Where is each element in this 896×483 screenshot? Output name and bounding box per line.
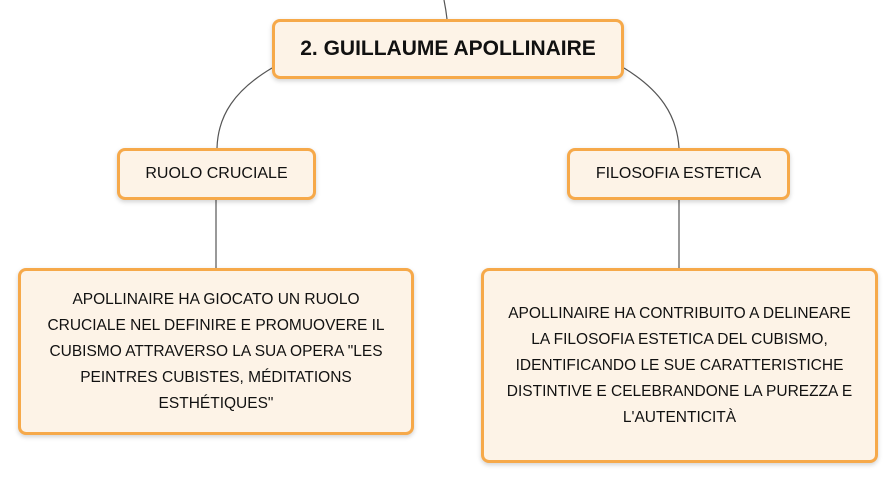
- topic-node-filosofia-estetica[interactable]: FILOSOFIA ESTETICA: [567, 148, 790, 200]
- topic-label-ruolo-cruciale: RUOLO CRUCIALE: [145, 165, 288, 182]
- connector-root-to-ruolo: [216, 67, 273, 149]
- detail-text-ruolo-cruciale: APOLLINAIRE HA GIOCATO UN RUOLO CRUCIALE…: [47, 290, 385, 412]
- connector-incoming-top: [443, 0, 448, 20]
- detail-text-filosofia-estetica: APOLLINAIRE HA CONTRIBUITO A DELINEARE L…: [506, 304, 853, 426]
- root-topic-node[interactable]: 2. GUILLAUME APOLLINAIRE: [272, 19, 624, 79]
- detail-node-filosofia-estetica[interactable]: APOLLINAIRE HA CONTRIBUITO A DELINEARE L…: [481, 268, 878, 463]
- connector-root-to-filosofia: [623, 67, 680, 149]
- topic-label-filosofia-estetica: FILOSOFIA ESTETICA: [595, 165, 762, 182]
- detail-node-ruolo-cruciale[interactable]: APOLLINAIRE HA GIOCATO UN RUOLO CRUCIALE…: [18, 268, 414, 435]
- root-topic-label: 2. GUILLAUME APOLLINAIRE: [300, 37, 596, 60]
- topic-node-ruolo-cruciale[interactable]: RUOLO CRUCIALE: [117, 148, 316, 200]
